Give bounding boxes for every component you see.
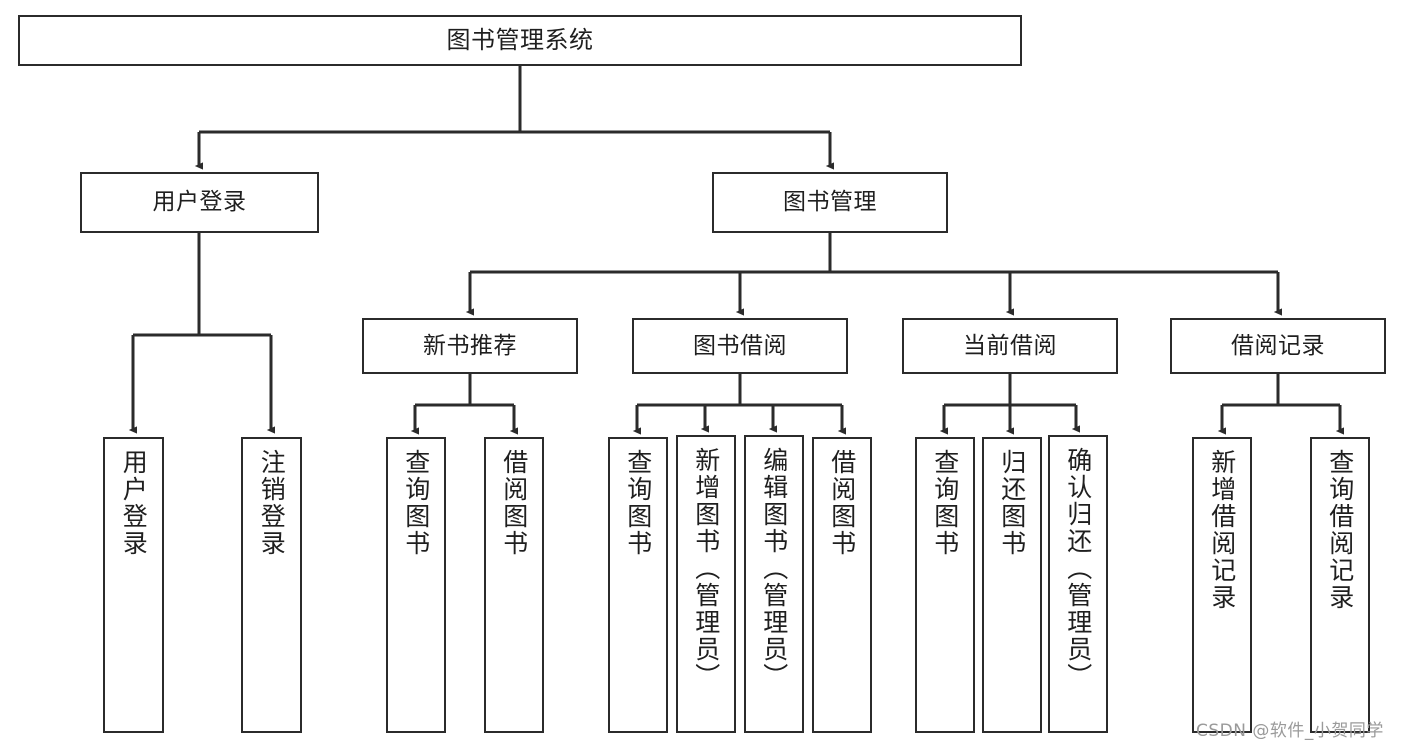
leaf-logout-login[interactable]: 注销登录 <box>241 437 302 733</box>
node-user-login[interactable]: 用户登录 <box>80 172 319 233</box>
node-label: 注销登录 <box>257 449 287 557</box>
node-label: 归还图书 <box>997 449 1027 557</box>
node-borrow-record[interactable]: 借阅记录 <box>1170 318 1386 374</box>
node-label: 借阅图书 <box>827 449 857 557</box>
node-book-manage[interactable]: 图书管理 <box>712 172 948 233</box>
node-label: 新书推荐 <box>423 332 517 359</box>
node-label: 借阅图书 <box>499 449 529 557</box>
node-label: 用户登录 <box>152 189 247 216</box>
leaf-add-book-admin[interactable]: 新增图书（管理员） <box>676 435 736 733</box>
node-label: 新增借阅记录 <box>1207 449 1237 611</box>
node-label: 查询图书 <box>401 449 431 557</box>
leaf-add-borrow-record[interactable]: 新增借阅记录 <box>1192 437 1252 733</box>
node-label: 查询图书 <box>930 449 960 557</box>
leaf-user-login[interactable]: 用户登录 <box>103 437 164 733</box>
leaf-query-book-3[interactable]: 查询图书 <box>915 437 975 733</box>
node-label: 图书管理系统 <box>446 25 594 54</box>
node-label: 用户登录 <box>119 449 149 557</box>
node-label: 编辑图书（管理员） <box>759 447 789 690</box>
node-label: 图书借阅 <box>693 332 787 359</box>
leaf-query-borrow-record[interactable]: 查询借阅记录 <box>1310 437 1370 733</box>
csdn-watermark: CSDN @软件_小贺同学 <box>1196 721 1384 741</box>
leaf-edit-book-admin[interactable]: 编辑图书（管理员） <box>744 435 804 733</box>
node-label: 借阅记录 <box>1231 332 1325 359</box>
node-book-borrow[interactable]: 图书借阅 <box>632 318 848 374</box>
node-label: 查询借阅记录 <box>1325 449 1355 611</box>
node-current-borrow[interactable]: 当前借阅 <box>902 318 1118 374</box>
leaf-query-book-1[interactable]: 查询图书 <box>386 437 446 733</box>
node-book-management-system[interactable]: 图书管理系统 <box>18 15 1022 66</box>
leaf-return-book[interactable]: 归还图书 <box>982 437 1042 733</box>
node-label: 确认归还（管理员） <box>1063 447 1093 690</box>
leaf-query-book-2[interactable]: 查询图书 <box>608 437 668 733</box>
leaf-borrow-book-2[interactable]: 借阅图书 <box>812 437 872 733</box>
leaf-confirm-return-admin[interactable]: 确认归还（管理员） <box>1048 435 1108 733</box>
node-label: 新增图书（管理员） <box>691 447 721 690</box>
node-label: 当前借阅 <box>963 332 1057 359</box>
node-label: 查询图书 <box>623 449 653 557</box>
node-label: 图书管理 <box>783 189 877 216</box>
leaf-borrow-book-1[interactable]: 借阅图书 <box>484 437 544 733</box>
node-new-book-recommend[interactable]: 新书推荐 <box>362 318 578 374</box>
